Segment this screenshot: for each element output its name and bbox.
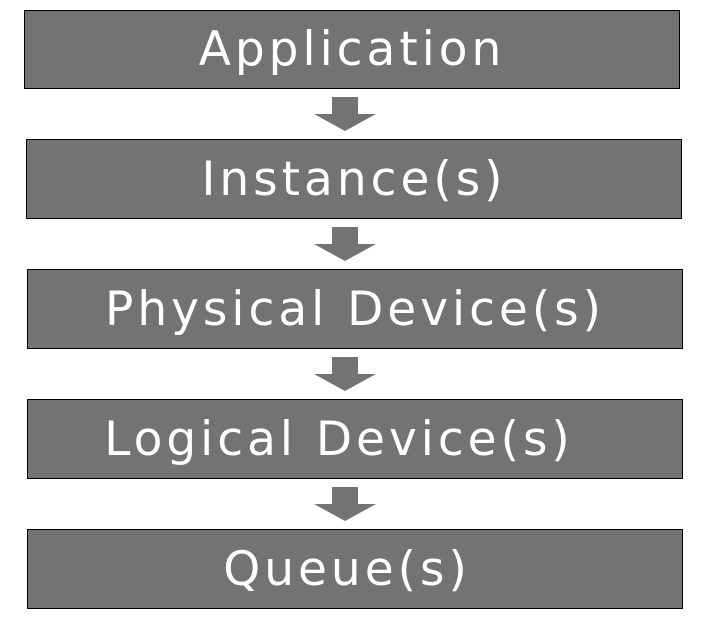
application-box: Application (24, 10, 680, 89)
instance-box: Instance(s) (26, 139, 682, 219)
arrow-down-icon (314, 227, 376, 261)
logical-device-box: Logical Device(s) (27, 399, 683, 479)
queue-label: Queue(s) (223, 541, 471, 597)
instance-label: Instance(s) (201, 151, 507, 207)
logical-device-label: Logical Device(s) (104, 411, 574, 467)
queue-box: Queue(s) (27, 529, 683, 609)
arrow-down-icon (314, 487, 376, 521)
application-label: Application (198, 22, 506, 77)
arrow-down-icon (314, 357, 376, 391)
arrow-down-icon (314, 97, 376, 131)
physical-device-label: Physical Device(s) (104, 281, 606, 337)
physical-device-box: Physical Device(s) (27, 269, 683, 349)
